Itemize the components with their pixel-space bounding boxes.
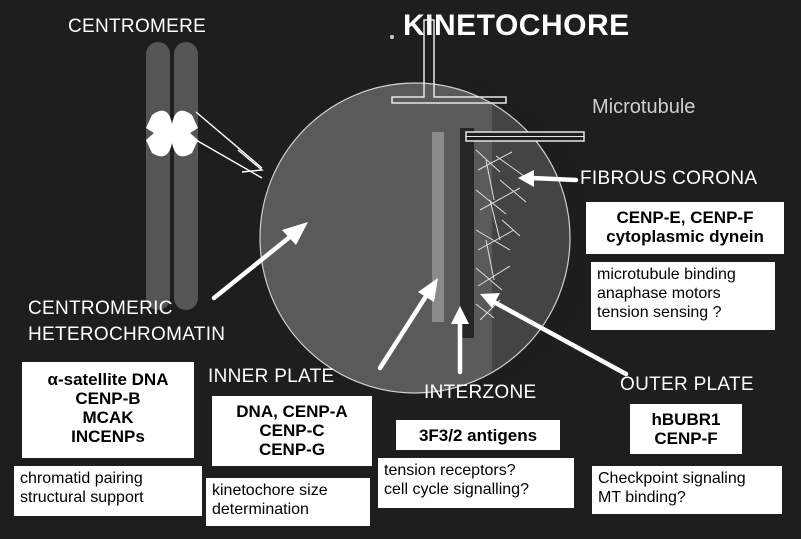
interzone-functions-box: tension receptors? cell cycle signalling… — [378, 458, 574, 508]
label-fibrous-corona: FIBROUS CORONA — [580, 168, 757, 190]
protein-name: CENP-E, CENP-F — [586, 208, 784, 227]
protein-name: 3F3/2 antigens — [396, 426, 560, 445]
arrow-fibrous-corona — [532, 178, 576, 180]
protein-name: CENP-B — [22, 389, 194, 408]
chromatid-right — [174, 42, 198, 310]
protein-name: CENP-C — [212, 421, 372, 440]
function-text: structural support — [20, 488, 196, 507]
protein-name: hBUBR1 — [630, 410, 742, 429]
function-text: chromatid pairing — [20, 469, 196, 488]
zoom-lines — [196, 112, 262, 178]
label-centromere: CENTROMERE — [68, 16, 206, 38]
label-interzone: INTERZONE — [424, 382, 536, 404]
protein-name: cytoplasmic dynein — [586, 227, 784, 246]
function-text: determination — [212, 500, 364, 519]
inner-plate-functions-box: kinetochore size determination — [206, 478, 370, 526]
outer-plate-proteins-box: hBUBR1 CENP-F — [630, 404, 742, 454]
page-title: KINETOCHORE — [403, 9, 630, 43]
function-text: MT binding? — [598, 488, 776, 507]
chromatid-left — [146, 42, 170, 310]
outer-plate-functions-box: Checkpoint signaling MT binding? — [592, 466, 782, 514]
function-text: anaphase motors — [597, 284, 769, 303]
fibrous-corona-functions-box: microtubule binding anaphase motors tens… — [591, 262, 775, 330]
protein-name: CENP-F — [630, 429, 742, 448]
function-text: microtubule binding — [597, 265, 769, 284]
protein-name: α-satellite DNA — [22, 370, 194, 389]
protein-name: MCAK — [22, 408, 194, 427]
function-text: Checkpoint signaling — [598, 469, 776, 488]
chromosome — [146, 42, 198, 310]
title-bullet — [390, 35, 394, 39]
zoom-arrowhead — [238, 150, 262, 172]
label-heterochromatin: HETEROCHROMATIN — [28, 324, 225, 346]
inner-plate-proteins-box: DNA, CENP-A CENP-C CENP-G — [212, 396, 372, 466]
function-text: kinetochore size — [212, 481, 364, 500]
heterochromatin-proteins-box: α-satellite DNA CENP-B MCAK INCENPs — [22, 362, 194, 458]
function-text: cell cycle signalling? — [384, 480, 568, 499]
protein-name: INCENPs — [22, 427, 194, 446]
protein-name: DNA, CENP-A — [212, 402, 372, 421]
heterochromatin-functions-box: chromatid pairing structural support — [14, 466, 202, 516]
function-text: tension sensing ? — [597, 303, 769, 322]
label-outer-plate: OUTER PLATE — [620, 374, 754, 396]
label-microtubule: Microtubule — [592, 96, 695, 119]
outer-plate-layer — [460, 128, 474, 338]
interzone-proteins-box: 3F3/2 antigens — [396, 420, 560, 450]
label-centromeric: CENTROMERIC — [28, 298, 173, 320]
fibrous-corona-proteins-box: CENP-E, CENP-F cytoplasmic dynein — [586, 202, 784, 254]
function-text: tension receptors? — [384, 461, 568, 480]
label-inner-plate: INNER PLATE — [208, 366, 334, 388]
protein-name: CENP-G — [212, 440, 372, 459]
centromere-constriction — [146, 111, 198, 157]
